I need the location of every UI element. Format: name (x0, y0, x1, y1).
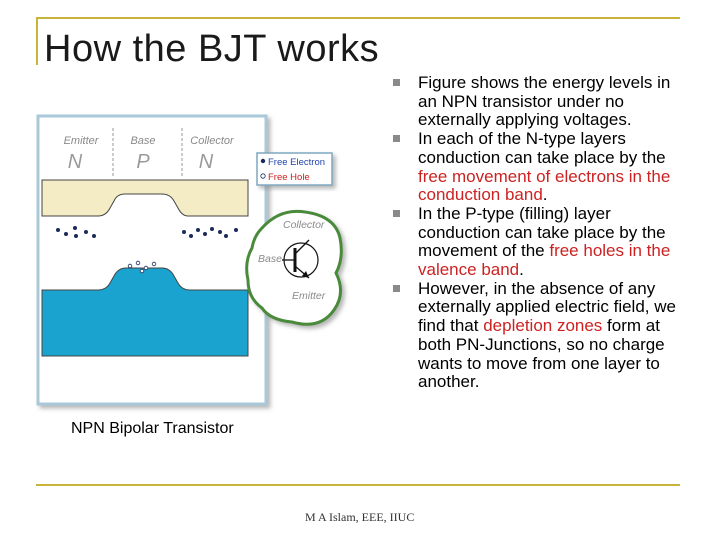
legend-electron-label: Free Electron (268, 157, 325, 168)
base-holes (127, 260, 157, 274)
free-electron-icon (260, 158, 266, 164)
bullet-item: In each of the N-type layers conduction … (393, 129, 693, 205)
bottom-rule (36, 484, 680, 486)
collector-label: Collector (190, 135, 235, 147)
slide-title: How the BJT works (44, 28, 380, 70)
legend-hole-label: Free Hole (268, 172, 310, 183)
emitter-electrons (56, 226, 96, 238)
collector-electrons (182, 227, 238, 238)
bullet-list: Figure shows the energy levels in an NPN… (393, 73, 693, 392)
symbol-collector-label: Collector (283, 219, 325, 231)
symbol-emitter-label: Emitter (292, 290, 326, 302)
title-side-rule (36, 17, 38, 65)
bullet-item: In the P-type (filling) layer conduction… (393, 203, 693, 280)
conduction-band (41, 179, 249, 217)
collector-type-label: N (199, 151, 214, 173)
valence-band (41, 267, 249, 357)
legend-box (256, 152, 333, 186)
bullet-item: However, in the absence of any externall… (393, 278, 693, 392)
npn-energy-diagram: Emitter Base Collector N P N Free Electr… (36, 114, 343, 406)
square-bullet-icon (393, 209, 400, 217)
square-bullet-icon (393, 284, 400, 292)
bullet-text: In the P-type (filling) layer conduction… (418, 203, 671, 280)
square-bullet-icon (393, 135, 400, 143)
bullet-item: Figure shows the energy levels in an NPN… (393, 73, 693, 130)
base-type-label: P (136, 151, 150, 173)
bullet-text: However, in the absence of any externall… (418, 278, 676, 392)
bullet-text: Figure shows the energy levels in an NPN… (418, 73, 671, 130)
base-label: Base (130, 135, 155, 147)
bullet-text: In each of the N-type layers conduction … (418, 129, 671, 205)
square-bullet-icon (393, 79, 400, 86)
slide-footer: M A Islam, EEE, IIUC (305, 510, 415, 524)
symbol-base-label: Base (258, 253, 282, 265)
top-rule (36, 17, 680, 19)
free-hole-icon (260, 173, 266, 179)
figure-caption: NPN Bipolar Transistor (71, 420, 234, 437)
npn-transistor-symbol-icon (282, 239, 319, 279)
emitter-label: Emitter (64, 135, 100, 147)
emitter-type-label: N (68, 151, 83, 173)
